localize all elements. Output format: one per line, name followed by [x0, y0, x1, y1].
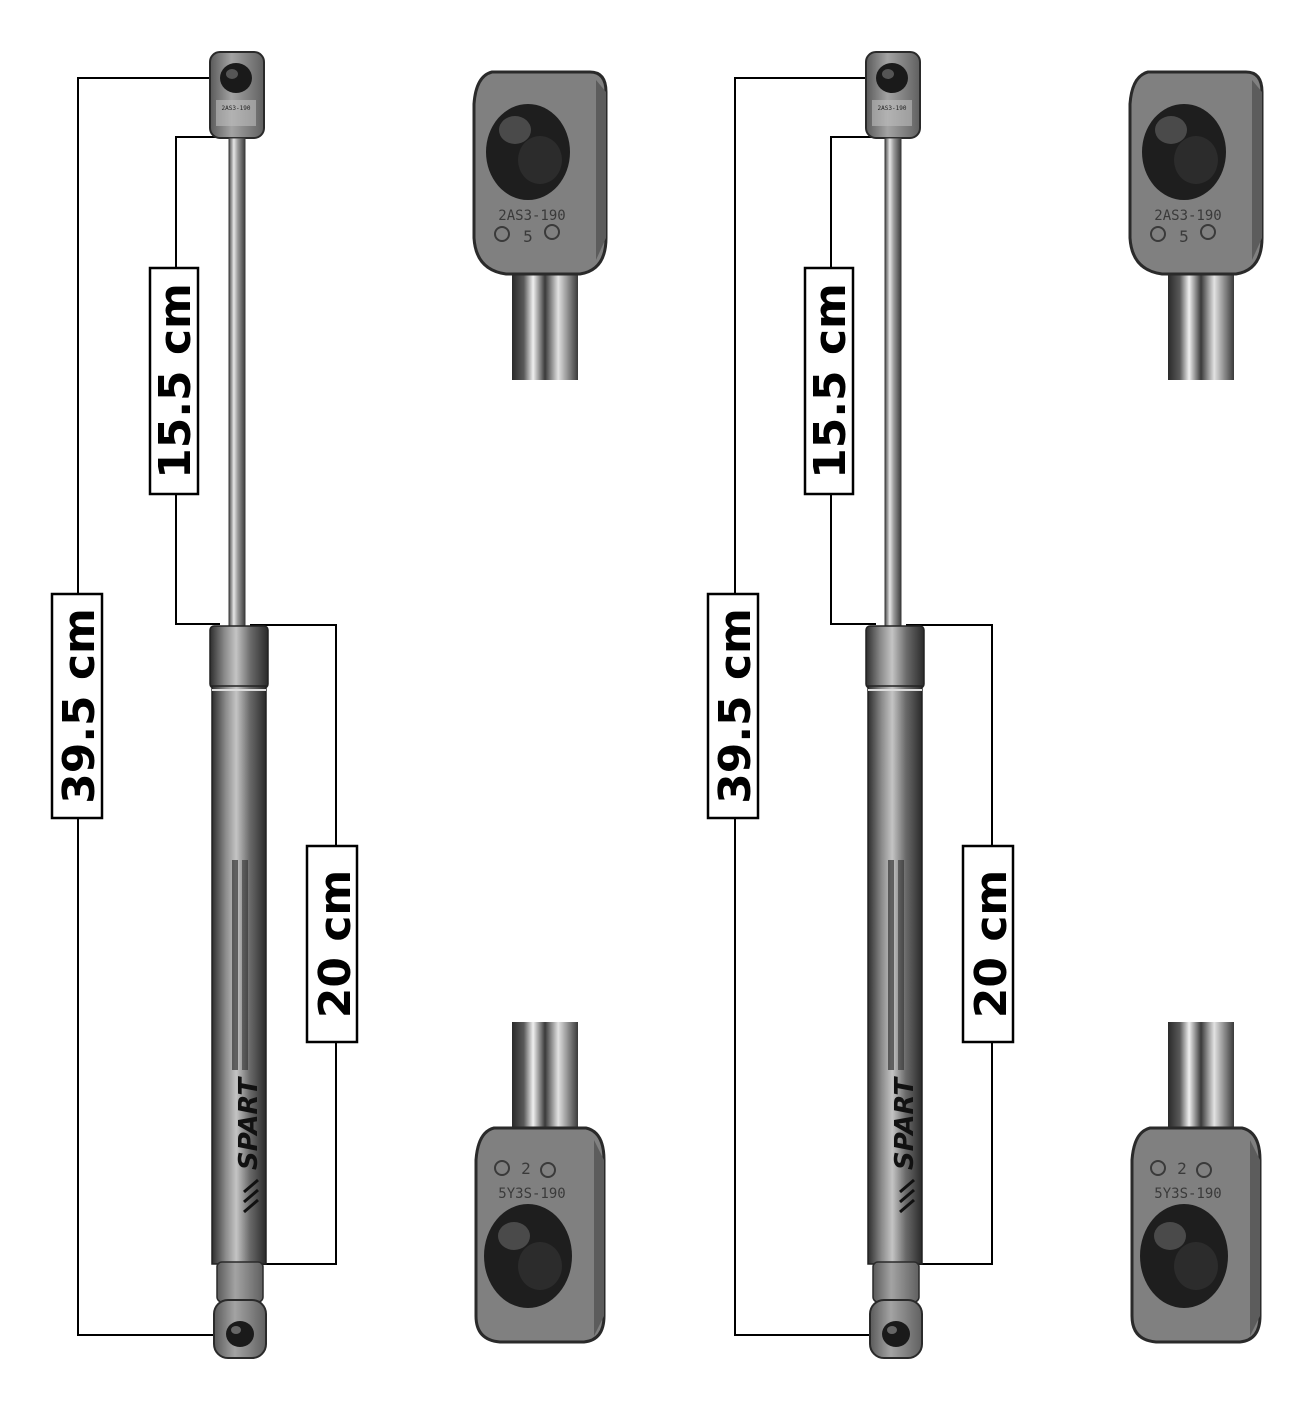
- strut-left: 2AS3-190 SPART 39.5 c: [50, 51, 361, 1359]
- bottom-end-fitting-detail-left: 2 5Y3S-190: [474, 1022, 606, 1344]
- svg-text:20 cm: 20 cm: [966, 870, 1017, 1018]
- svg-text:15.5 cm: 15.5 cm: [805, 283, 856, 479]
- body-length-label-left: 20 cm: [305, 844, 361, 1044]
- top-end-fitting-detail-left: 2AS3-190 5: [472, 70, 608, 380]
- stripes-logo-right: [899, 1178, 915, 1214]
- svg-text:5Y3S-190: 5Y3S-190: [498, 1186, 565, 1202]
- body-length-label-right: 20 cm: [961, 844, 1017, 1044]
- cylinder-body-right: SPART: [865, 625, 925, 1265]
- overall-length-label-right: 39.5 cm: [706, 592, 761, 820]
- svg-text:5Y3S-190: 5Y3S-190: [1154, 1186, 1221, 1202]
- top-eyelet-left: 2AS3-190: [209, 51, 265, 139]
- rod-length-label-left: 15.5 cm: [148, 266, 201, 496]
- svg-text:15.5 cm: 15.5 cm: [150, 283, 201, 479]
- rod-length-label-right: 15.5 cm: [803, 266, 856, 496]
- svg-text:5: 5: [1179, 227, 1189, 246]
- piston-rod-right: [884, 137, 902, 627]
- brand-logo-left: SPART: [234, 1076, 264, 1170]
- dimension-lines-left: [77, 77, 337, 1336]
- bottom-end-fitting-detail-right: 2 5Y3S-190: [1130, 1022, 1262, 1344]
- svg-text:2: 2: [521, 1159, 531, 1178]
- svg-text:39.5 cm: 39.5 cm: [54, 608, 105, 804]
- svg-text:2: 2: [1177, 1159, 1187, 1178]
- stripes-logo-left: [243, 1178, 259, 1214]
- eyelet-code-text: 2AS3-190: [222, 105, 251, 112]
- strut-right: 2AS3-190 SPART 39.5 cm: [706, 51, 1017, 1359]
- svg-text:20 cm: 20 cm: [310, 870, 361, 1018]
- brand-logo-right: SPART: [890, 1076, 920, 1170]
- svg-text:2AS3-190: 2AS3-190: [498, 208, 565, 224]
- svg-text:39.5 cm: 39.5 cm: [710, 608, 761, 804]
- top-eyelet-right: 2AS3-190: [865, 51, 921, 139]
- bottom-eyelet-right: [869, 1261, 923, 1359]
- svg-text:2AS3-190: 2AS3-190: [1154, 208, 1221, 224]
- svg-text:5: 5: [523, 227, 533, 246]
- piston-rod-left: [228, 137, 246, 627]
- top-end-fitting-detail-right: 2AS3-190 5: [1128, 70, 1264, 380]
- eyelet-code-text: 2AS3-190: [878, 105, 907, 112]
- bottom-eyelet-left: [213, 1261, 267, 1359]
- overall-length-label-left: 39.5 cm: [50, 592, 105, 820]
- cylinder-body-left: SPART: [209, 625, 269, 1265]
- dimension-lines-right: [734, 77, 993, 1336]
